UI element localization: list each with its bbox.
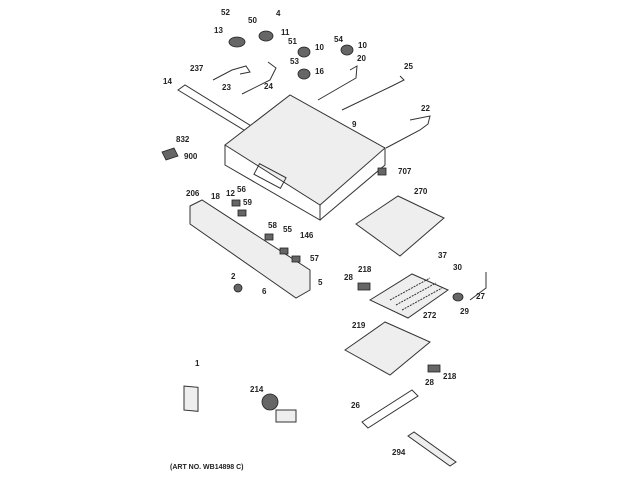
tube-24	[241, 61, 277, 95]
parts-drawing	[161, 30, 487, 467]
part-label: 22	[421, 104, 430, 113]
part-label: 26	[351, 401, 360, 410]
burner-11	[258, 30, 274, 42]
tube-20	[317, 65, 358, 101]
part-label: 16	[315, 67, 324, 76]
part-label: 14	[163, 77, 172, 86]
bracket-900	[161, 147, 179, 161]
part-label: 28	[344, 273, 353, 282]
burner-10	[297, 46, 311, 58]
part-label: 51	[288, 37, 297, 46]
part-label: 59	[243, 198, 252, 207]
chassis-9-opening	[253, 162, 287, 190]
part-label: 214	[250, 385, 264, 394]
part-label: 707	[398, 167, 412, 176]
chassis-9	[224, 94, 386, 206]
part-label: 11	[281, 28, 290, 37]
part-label: 10	[315, 43, 324, 52]
part-label: 294	[392, 448, 406, 457]
part-label: 218	[443, 372, 457, 381]
part-707	[377, 167, 387, 176]
chassis-9-sides	[224, 145, 386, 221]
part-label: 832	[176, 135, 190, 144]
part-label: 20	[357, 54, 366, 63]
part-label: 219	[352, 321, 366, 330]
valve-58	[264, 233, 274, 241]
part-label: 13	[214, 26, 223, 35]
valves	[231, 199, 301, 263]
art-number: (ART NO. WB14898 C)	[170, 464, 244, 471]
part-294	[407, 431, 457, 467]
valve-214-body	[275, 409, 297, 423]
part-label: 10	[358, 41, 367, 50]
part-label: 25	[404, 62, 413, 71]
valve-55	[279, 247, 289, 255]
burner-272-ports	[389, 277, 443, 311]
part-label: 23	[222, 83, 231, 92]
part-label: 2	[231, 272, 236, 281]
part-label: 50	[248, 16, 257, 25]
part-label: 18	[211, 192, 220, 201]
valve-59	[237, 209, 247, 217]
part-label: 9	[352, 120, 357, 129]
valve-214-regulator	[261, 393, 279, 411]
part-label: 55	[283, 225, 292, 234]
igniter-218	[357, 282, 371, 291]
part-label: 1	[195, 359, 200, 368]
valve-214	[261, 393, 297, 423]
cover-219	[344, 321, 431, 376]
tube-22	[385, 115, 431, 149]
part-label: 900	[184, 152, 198, 161]
part-label: 6	[262, 287, 267, 296]
part-label: 54	[334, 35, 343, 44]
part-label: 237	[190, 64, 204, 73]
part-label: 270	[414, 187, 428, 196]
label-card-1	[183, 385, 199, 412]
part-label: 58	[268, 221, 277, 230]
part-label: 4	[276, 9, 281, 18]
burner-10b	[340, 44, 354, 56]
knob-2	[233, 283, 243, 293]
tube-25	[341, 75, 405, 111]
burner-13	[228, 36, 246, 48]
part-label: 146	[300, 231, 314, 240]
part-29	[452, 292, 464, 302]
valve-57	[291, 255, 301, 263]
burner-16	[297, 68, 311, 80]
part-label: 272	[423, 311, 437, 320]
part-label: 57	[310, 254, 319, 263]
part-label: 27	[476, 292, 485, 301]
rail-5	[189, 199, 311, 299]
part-label: 5	[318, 278, 323, 287]
part-label: 30	[453, 263, 462, 272]
burner-272	[368, 273, 450, 319]
part-label: 28	[425, 378, 434, 387]
part-label: 37	[438, 251, 447, 260]
burner-26	[361, 389, 419, 429]
part-label: 52	[221, 8, 230, 17]
valve-56	[231, 199, 241, 207]
part-label: 12	[226, 189, 235, 198]
part-label: 24	[264, 82, 273, 91]
part-27	[469, 272, 487, 301]
part-label: 53	[290, 57, 299, 66]
tube-23	[212, 65, 251, 81]
part-label: 206	[186, 189, 200, 198]
igniter-218b	[427, 364, 441, 373]
part-label: 29	[460, 307, 469, 316]
part-label: 218	[358, 265, 372, 274]
panel-270	[355, 195, 445, 257]
part-label: 56	[237, 185, 246, 194]
